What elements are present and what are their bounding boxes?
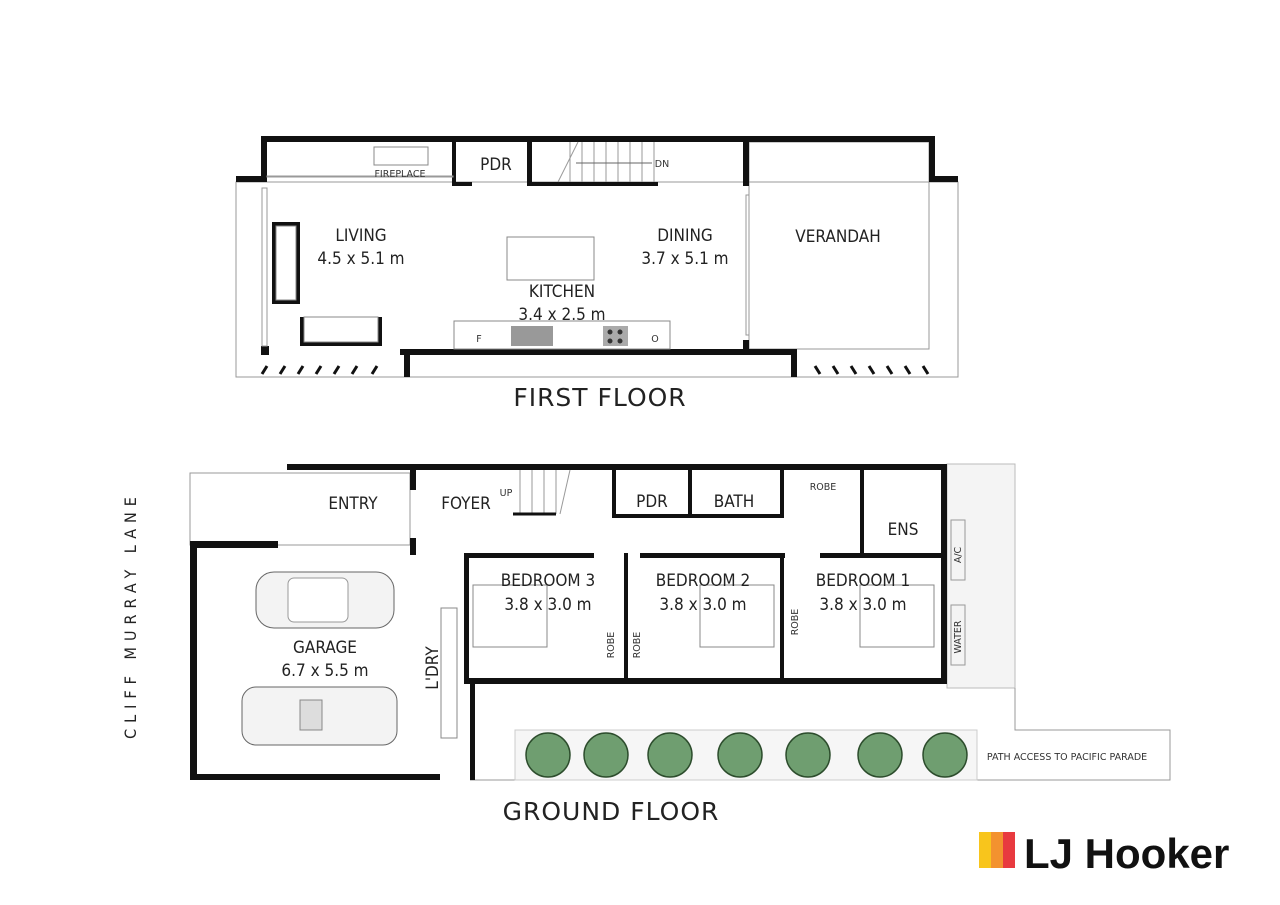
- room-name-bedroom2: BEDROOM 2: [656, 571, 750, 591]
- tree-icon: [647, 732, 693, 778]
- room-name-kitchen: KITCHEN: [529, 282, 595, 302]
- room-name-dining: DINING: [657, 226, 713, 246]
- first-floor-plan: LIVING 4.5 x 5.1 m DINING 3.7 x 5.1 m KI…: [235, 136, 959, 412]
- ground-floor-title: GROUND FLOOR: [503, 797, 720, 826]
- tree-icon: [857, 732, 903, 778]
- stairs-icon: [557, 141, 655, 183]
- room-size-bedroom1: 3.8 x 3.0 m: [819, 595, 906, 615]
- entry-outline: [189, 472, 411, 546]
- robe-label: ROBE: [632, 632, 643, 659]
- water-label: WATER: [953, 620, 964, 653]
- room-name-entry: ENTRY: [328, 494, 378, 514]
- lj-hooker-logo: LJ Hooker: [979, 830, 1229, 877]
- room-size-dining: 3.7 x 5.1 m: [641, 249, 728, 269]
- tree-icon: [583, 732, 629, 778]
- path-access-label: PATH ACCESS TO PACIFIC PARADE: [987, 752, 1147, 763]
- stairs-up-label: UP: [500, 488, 513, 499]
- bed-icon: [699, 584, 775, 648]
- room-name-pdr-ground: PDR: [636, 492, 668, 512]
- room-size-bedroom2: 3.8 x 3.0 m: [659, 595, 746, 615]
- bed-icon: [859, 584, 935, 648]
- tree-icon: [717, 732, 763, 778]
- room-name-garage: GARAGE: [293, 638, 357, 658]
- ac-label: A/C: [953, 546, 964, 563]
- tree-icon: [922, 732, 968, 778]
- room-name-foyer: FOYER: [441, 494, 491, 514]
- fireplace-label: FIREPLACE: [374, 169, 425, 180]
- tree-icon: [525, 732, 571, 778]
- room-size-kitchen: 3.4 x 2.5 m: [518, 305, 605, 325]
- laundry-bench: [440, 607, 458, 739]
- oven-label: O: [651, 334, 658, 345]
- window-hatch: [260, 365, 930, 375]
- room-name-bedroom3: BEDROOM 3: [501, 571, 595, 591]
- tree-icon: [785, 732, 831, 778]
- street-name-label: CLIFF MURRAY LANE: [121, 491, 140, 739]
- room-name-verandah: VERANDAH: [795, 227, 880, 247]
- stairs-icon: [513, 469, 571, 516]
- room-name-ens: ENS: [888, 520, 919, 540]
- bed-icon: [472, 584, 548, 648]
- first-floor-title: FIRST FLOOR: [513, 383, 686, 412]
- stairs-down-label: DN: [655, 159, 669, 170]
- room-name-bedroom1: BEDROOM 1: [816, 571, 910, 591]
- ground-floor-plan: ENTRY FOYER UP PDR BATH ROBE ENS GARAGE …: [121, 463, 1171, 826]
- room-size-living: 4.5 x 5.1 m: [317, 249, 404, 269]
- robe-label: ROBE: [810, 482, 837, 493]
- room-name-laundry: L'DRY: [423, 646, 443, 690]
- cooktop-icon: [603, 326, 628, 346]
- room-name-living: LIVING: [335, 226, 386, 246]
- tree-icons: [525, 732, 968, 778]
- robe-label: ROBE: [790, 609, 801, 636]
- room-size-garage: 6.7 x 5.5 m: [281, 661, 368, 681]
- robe-label: ROBE: [606, 632, 617, 659]
- kitchen-bench: [453, 320, 671, 350]
- room-size-bedroom3: 3.8 x 3.0 m: [504, 595, 591, 615]
- room-name-bath: BATH: [714, 492, 754, 512]
- kitchen-island: [506, 236, 595, 281]
- side-yard: [946, 463, 1016, 689]
- room-name-pdr-first: PDR: [480, 155, 512, 175]
- fridge-label: F: [476, 334, 481, 345]
- sink-icon: [511, 326, 553, 346]
- brand-name: LJ Hooker: [1024, 830, 1229, 877]
